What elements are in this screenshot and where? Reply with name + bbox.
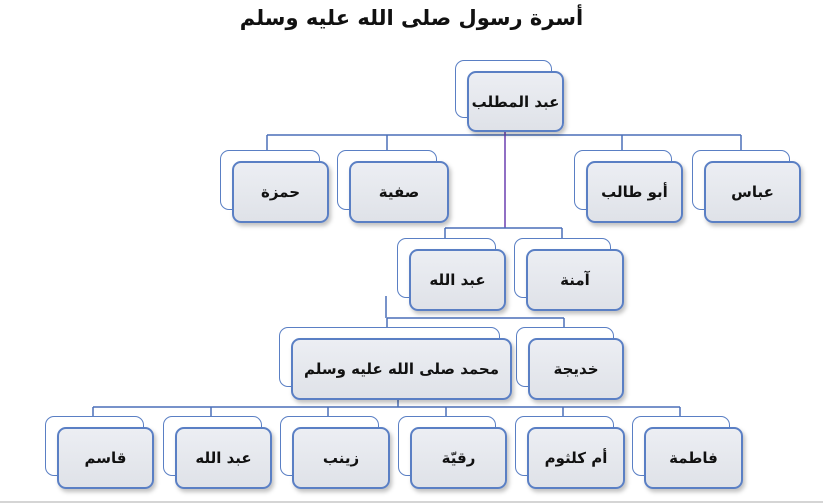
node-label: عبد المطلب — [467, 71, 564, 132]
node-label: صفية — [349, 161, 449, 223]
node-label: عبد الله — [409, 249, 506, 311]
node-label: فاطمة — [644, 427, 743, 489]
diagram-title: أسرة رسول صلى الله عليه وسلم — [239, 6, 584, 30]
node-label: آمنة — [526, 249, 624, 311]
node-label: أبو طالب — [586, 161, 683, 223]
node-label: أم كلثوم — [527, 427, 625, 489]
node-label: محمد صلى الله عليه وسلم — [291, 338, 512, 400]
node-label: خديجة — [528, 338, 624, 400]
bottom-divider — [0, 501, 823, 503]
node-label: قاسم — [57, 427, 154, 489]
node-label: عباس — [704, 161, 801, 223]
node-label: زينب — [292, 427, 390, 489]
node-label: عبد الله — [175, 427, 272, 489]
node-label: حمزة — [232, 161, 329, 223]
node-label: رقيّة — [410, 427, 507, 489]
